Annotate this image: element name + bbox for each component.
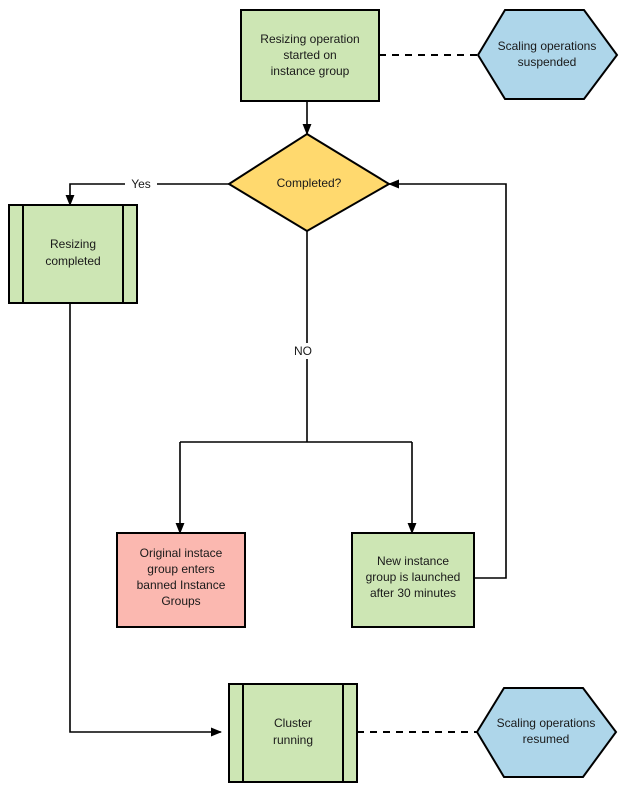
resizing-completed-line-2: completed <box>45 254 100 268</box>
new-group-line-3: after 30 minutes <box>370 586 456 600</box>
edge-labels-layer: Yes NO <box>125 176 318 359</box>
original-banned-line-3: banned Instance <box>137 578 226 592</box>
new-group-box[interactable] <box>351 532 475 628</box>
scaling-suspended-hexagon[interactable] <box>476 9 619 100</box>
cluster-running-box[interactable] <box>228 683 358 783</box>
node-resizing-completed[interactable]: Resizing completed <box>8 204 138 304</box>
scaling-resumed-hexagon[interactable] <box>475 687 618 778</box>
node-resizing-operation-started[interactable]: Resizing operation started on instance g… <box>240 9 380 102</box>
scaling-resumed-line-1: Scaling operations <box>497 716 596 730</box>
scaling-suspended-line-2: suspended <box>518 55 577 69</box>
resizing-started-line-3: instance group <box>271 64 350 78</box>
node-new-instance-group-launched[interactable]: New instance group is launched after 30 … <box>351 532 475 628</box>
original-banned-line-1: Original instace <box>140 546 223 560</box>
completed-decision-diamond[interactable] <box>227 132 391 233</box>
resizing-started-line-2: started on <box>283 48 336 62</box>
original-banned-line-2: group enters <box>147 562 214 576</box>
yes-label-backdrop <box>125 176 157 192</box>
node-cluster-running[interactable]: Cluster running <box>228 683 358 783</box>
resizing-started-box[interactable] <box>240 9 380 102</box>
node-original-group-banned[interactable]: Original instace group enters banned Ins… <box>116 532 246 628</box>
node-scaling-operations-suspended[interactable]: Scaling operations suspended <box>476 9 619 100</box>
edge-label-no: NO <box>294 344 312 358</box>
new-group-line-2: group is launched <box>366 570 461 584</box>
scaling-resumed-line-2: resumed <box>523 732 570 746</box>
resizing-completed-box[interactable] <box>8 204 138 304</box>
original-banned-box[interactable] <box>116 532 246 628</box>
resizing-completed-line-1: Resizing <box>50 237 96 251</box>
edge-decision-yes-to-resizing-completed <box>65 183 229 207</box>
completed-decision-label: Completed? <box>277 176 342 190</box>
node-scaling-operations-resumed[interactable]: Scaling operations resumed <box>475 687 618 778</box>
node-completed-decision[interactable]: Completed? <box>227 132 391 233</box>
cluster-running-line-2: running <box>273 733 313 747</box>
edge-resizing-completed-to-cluster-running <box>69 303 223 737</box>
edges-layer <box>65 54 507 737</box>
resizing-started-line-1: Resizing operation <box>260 32 359 46</box>
new-group-line-1: New instance <box>377 554 449 568</box>
edge-new-group-loopback-to-decision <box>387 179 507 579</box>
edge-label-yes: Yes <box>131 177 151 191</box>
cluster-running-line-1: Cluster <box>274 716 312 730</box>
original-banned-line-4: Groups <box>161 594 200 608</box>
scaling-suspended-line-1: Scaling operations <box>498 39 597 53</box>
no-label-backdrop <box>288 343 318 359</box>
